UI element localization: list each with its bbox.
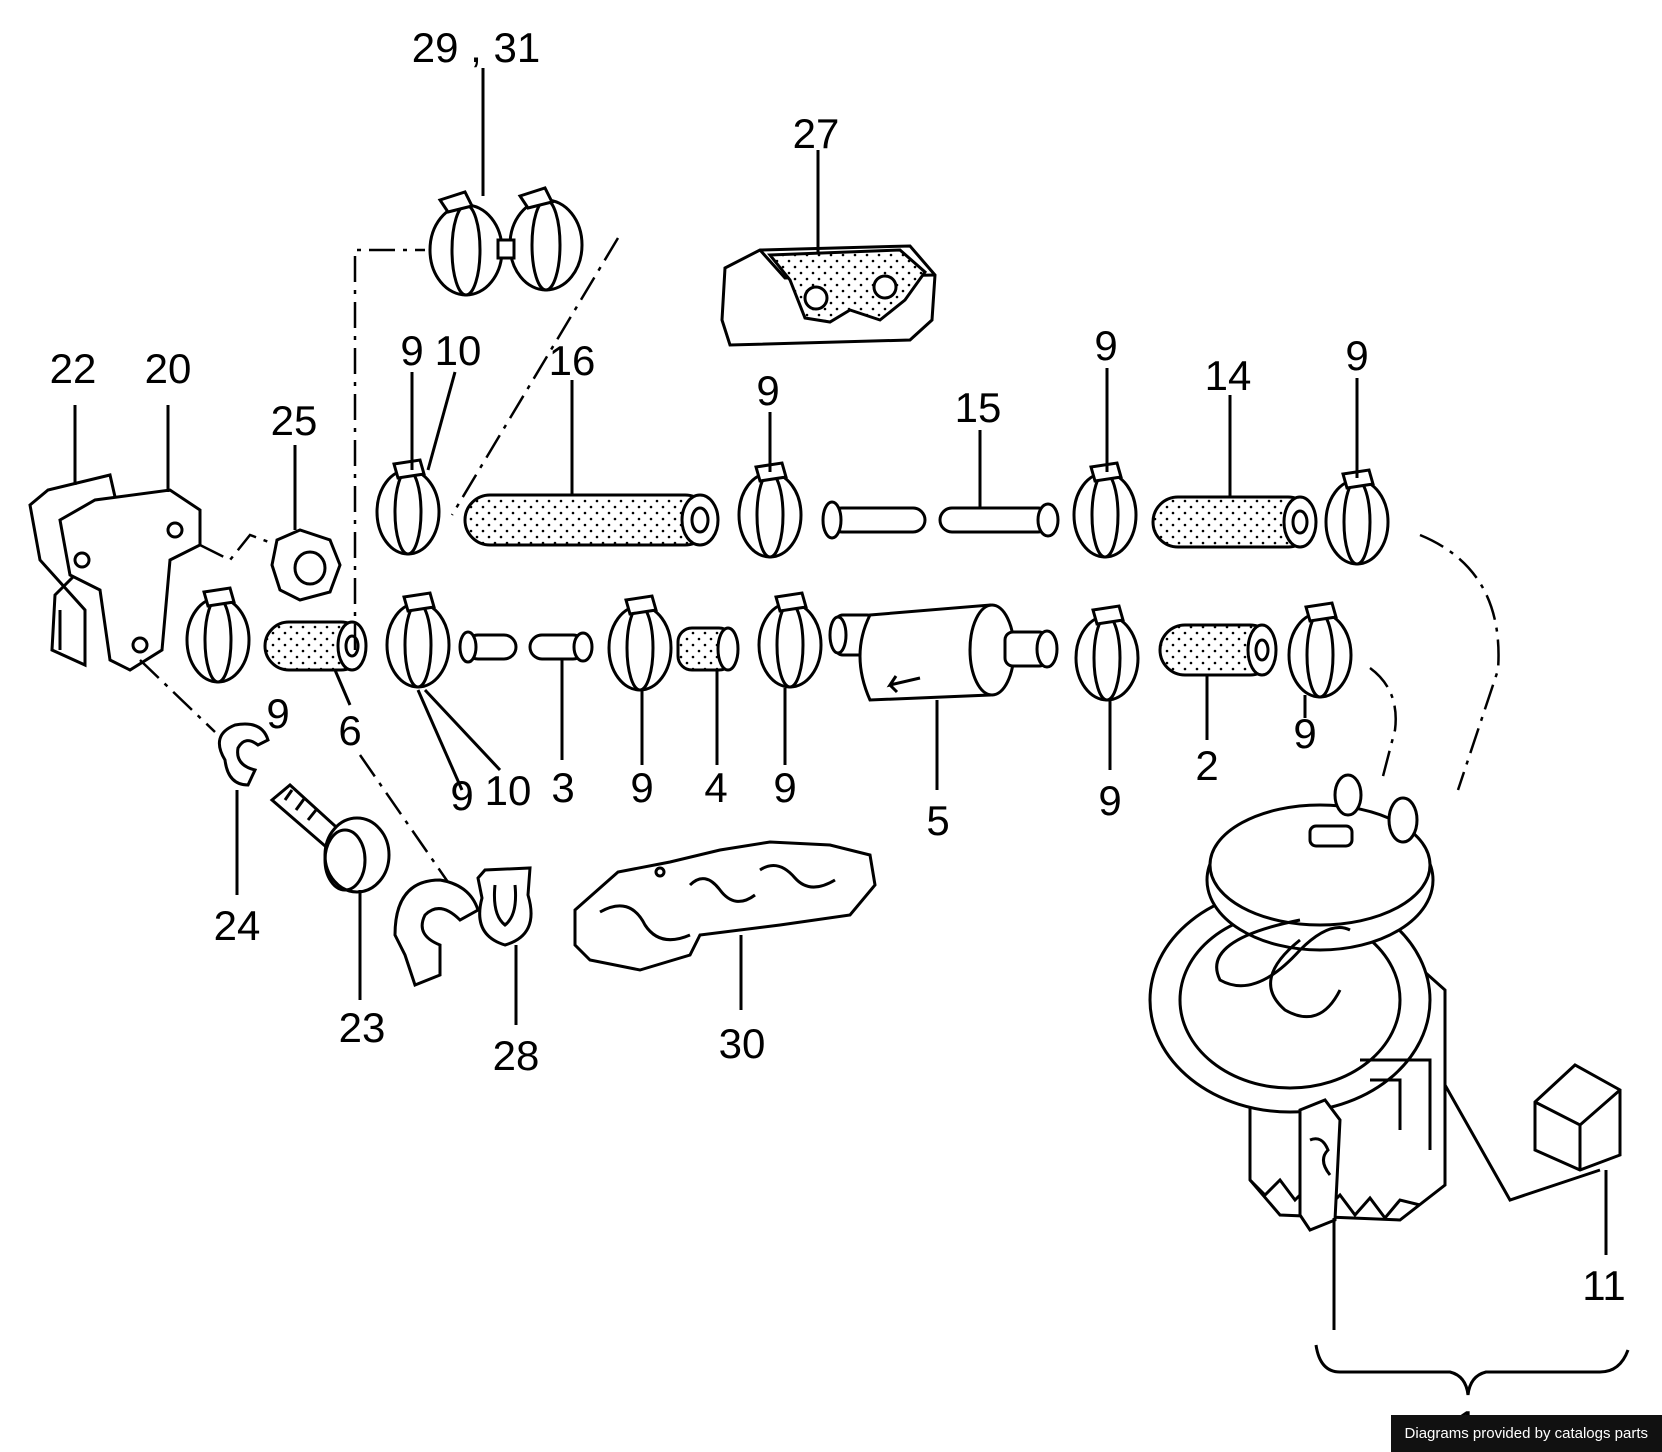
label-5: 5 [926,797,949,844]
bolt-23 [269,783,391,894]
label-10: 10 [435,327,482,374]
label-29-31: 29 , 31 [412,24,540,71]
hose-clamp-9 [757,591,823,689]
pipe-holder-30 [573,840,877,972]
fuel-pump-assembly-1 [1148,773,1447,1232]
hose-clamp-9 [1287,601,1353,699]
fuel-hose-16 [463,493,712,547]
hose-clamp-9 [737,461,803,559]
diagram-credit: Diagrams provided by catalogs parts [1390,1415,1662,1452]
label-9: 9 [630,764,653,811]
connector-pipe-15 [821,500,1060,540]
label-9: 9 [1345,332,1368,379]
label-28: 28 [493,1032,540,1079]
label-16: 16 [549,337,596,384]
fuel-filter-5 [828,603,1059,702]
label-9: 9 [266,690,289,737]
clip-28 [393,866,533,987]
label-30: 30 [719,1020,766,1067]
label-11: 11 [1582,1262,1626,1309]
hose-clamp-9 [385,591,451,689]
label-3: 3 [551,764,574,811]
label-27: 27 [793,110,840,157]
double-clamp-29-31 [428,186,584,297]
grommet-24 [217,722,270,787]
label-25: 25 [271,397,318,444]
label-9: 9 [450,772,473,819]
label-22: 22 [50,345,97,392]
rubber-nut-25 [270,528,342,602]
label-6: 6 [338,707,361,754]
label-9: 9 [773,764,796,811]
label-9: 9 [1293,710,1316,757]
label-9: 9 [1098,777,1121,824]
label-15: 15 [955,384,1002,431]
hose-clamp-9 [607,594,673,692]
hose-clamp-9 [1074,604,1140,702]
label-14: 14 [1205,352,1252,399]
pump-sender-plug-11 [1443,1063,1622,1202]
label-24: 24 [214,902,261,949]
label-20: 20 [145,345,192,392]
label-9: 9 [1094,322,1117,369]
label-2: 2 [1195,742,1218,789]
hose-clamp-9 [375,458,441,556]
hose-clamp-9 [1324,468,1390,566]
connector-3 [458,630,594,664]
label-9: 9 [756,367,779,414]
label-23: 23 [339,1004,386,1051]
bracket-20 [58,488,202,672]
hose-clamp-9 [1072,461,1138,559]
hose-clamp-9 [185,586,251,684]
dampener-block-27 [720,244,937,347]
label-10: 10 [485,767,532,814]
label-9: 9 [400,327,423,374]
label-4: 4 [704,764,727,811]
